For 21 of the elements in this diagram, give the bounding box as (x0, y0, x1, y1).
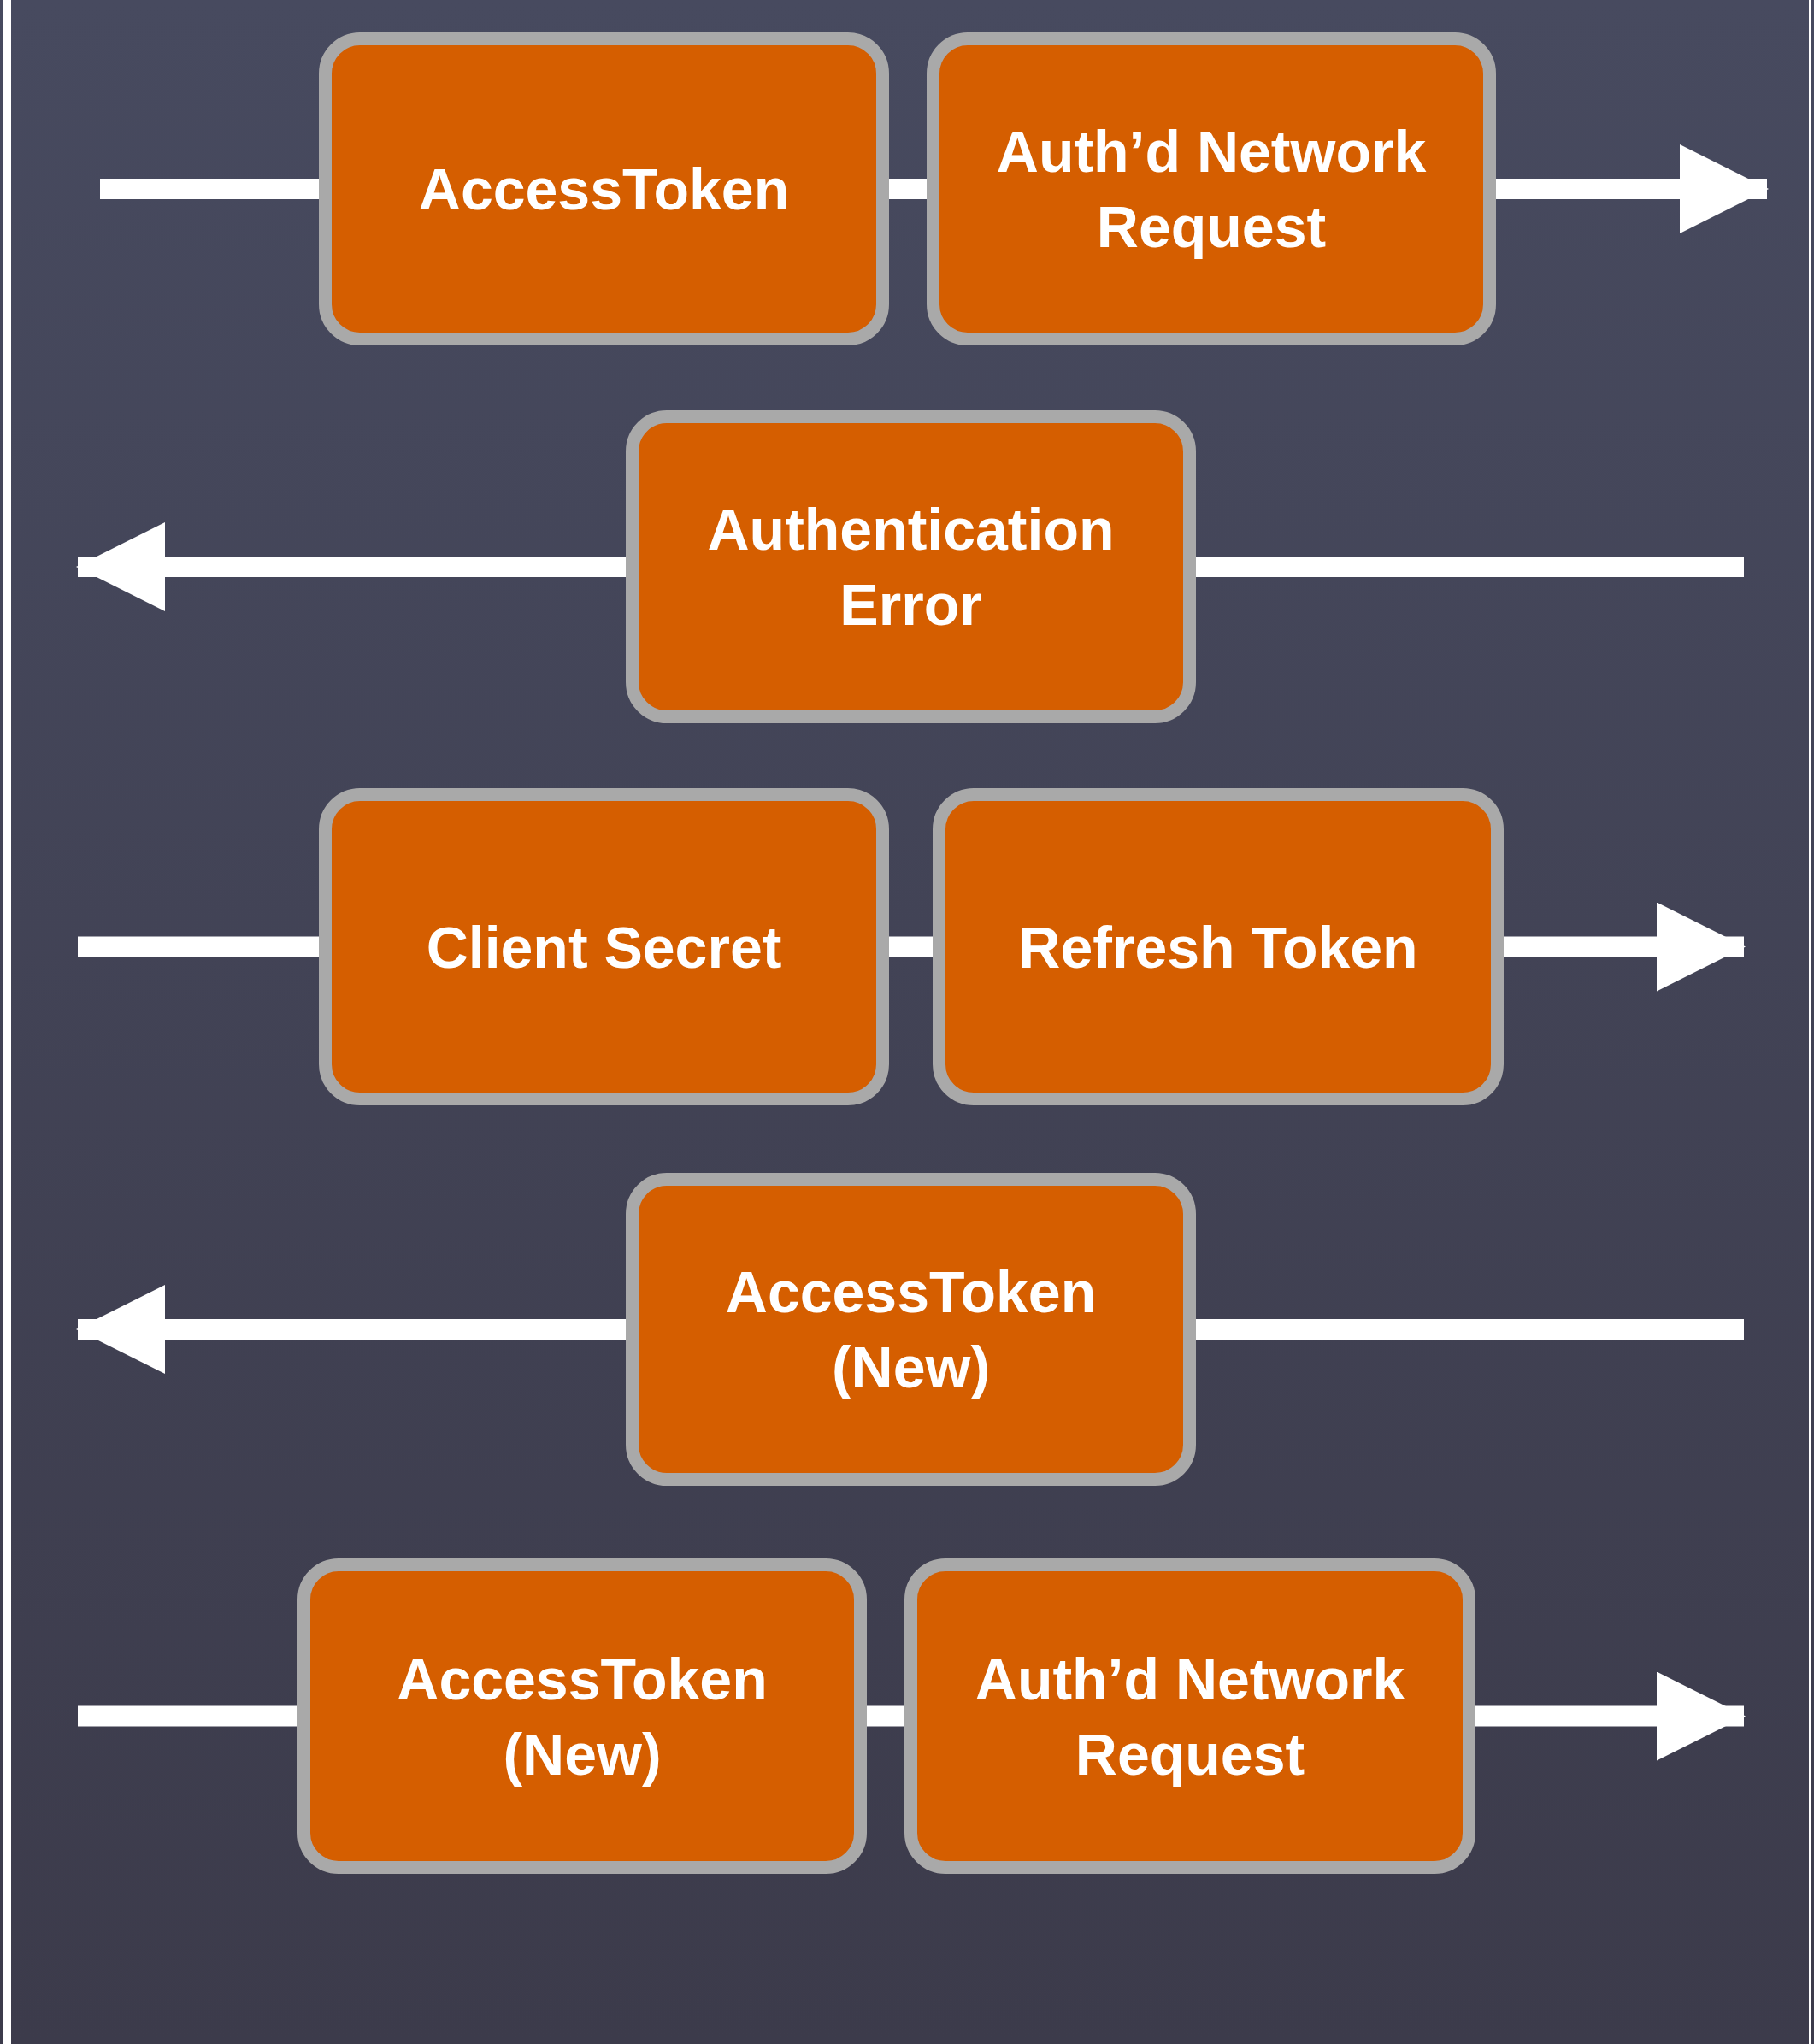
arrow (1496, 144, 1769, 233)
box-label: AccessToken (418, 156, 790, 223)
process-box (904, 1558, 1475, 1874)
box-label: Client Secret (426, 913, 782, 981)
process-box (927, 32, 1496, 345)
process-box (319, 788, 889, 1105)
box-label: AccessToken (New) (396, 1645, 769, 1788)
box-label: Auth’d Network Request (974, 1645, 1406, 1788)
arrow (76, 1285, 626, 1374)
box-label: Authentication Error (706, 496, 1116, 639)
box-label: AccessToken (New) (724, 1258, 1098, 1401)
process-box (933, 788, 1504, 1105)
box-label: Auth’d Network Request (995, 118, 1428, 261)
process-box (319, 32, 889, 345)
arrow (1504, 902, 1746, 992)
box-label: Refresh Token (1018, 913, 1418, 981)
arrow (76, 522, 626, 611)
arrow (1475, 1671, 1746, 1761)
process-box (626, 410, 1196, 723)
process-box (626, 1173, 1196, 1486)
process-box (297, 1558, 867, 1874)
